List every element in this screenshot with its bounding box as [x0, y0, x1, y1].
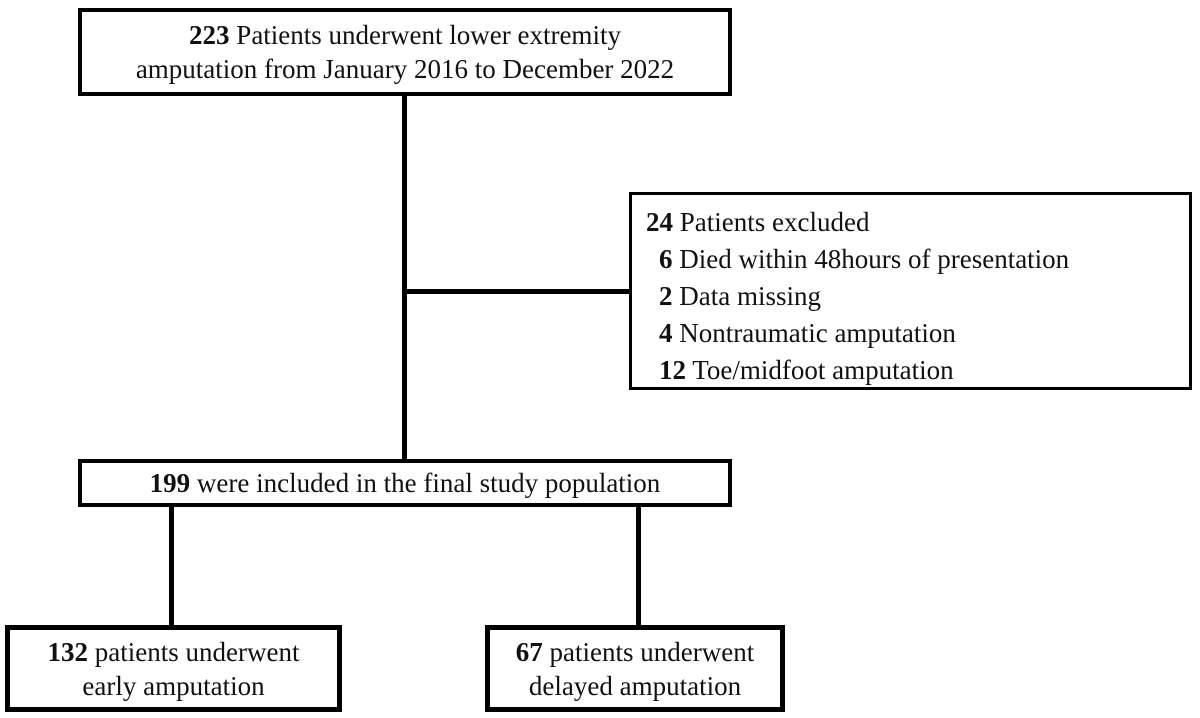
total-patients-text: Patients underwent lower extremity [236, 20, 621, 50]
total-patients-box: 223 Patients underwent lower extremity a… [78, 8, 732, 96]
excluded-item-data-missing: 2 Data missing [632, 278, 1189, 315]
included-patients-line: 199 were included in the final study pop… [150, 466, 661, 500]
early-amputation-box: 132 patients underwent early amputation [5, 625, 342, 712]
excluded-patients-box: 24 Patients excluded 6 Died within 48hou… [629, 192, 1192, 390]
excluded-item-died: 6 Died within 48hours of presentation [632, 241, 1189, 278]
connector-included-to-early [169, 507, 174, 625]
total-patients-count: 223 [189, 20, 230, 50]
included-count: 199 [149, 468, 191, 498]
connector-total-to-included [402, 96, 407, 461]
excluded-item-label: Nontraumatic amputation [679, 318, 956, 348]
excluded-item-label: Toe/midfoot amputation [692, 355, 954, 385]
delayed-amputation-text: patients underwent [549, 636, 755, 667]
delayed-amputation-count: 67 [515, 636, 543, 667]
included-patients-box: 199 were included in the final study pop… [78, 459, 732, 507]
excluded-header: 24 Patients excluded [632, 204, 1189, 241]
connector-included-to-delayed [636, 507, 641, 625]
delayed-amputation-line1: 67 patients underwent [516, 635, 754, 669]
early-amputation-line1: 132 patients underwent [48, 635, 300, 669]
excluded-item-label: Died within 48hours of presentation [679, 244, 1070, 274]
included-label: were included in the final study populat… [196, 468, 661, 498]
early-amputation-count: 132 [47, 636, 89, 667]
excluded-item-count: 6 [659, 244, 673, 274]
connector-branch-to-excluded [405, 289, 631, 294]
delayed-amputation-box: 67 patients underwent delayed amputation [485, 625, 785, 712]
excluded-item-label: Data missing [679, 281, 821, 311]
delayed-amputation-line2: delayed amputation [528, 670, 742, 701]
excluded-item-nontraumatic: 4 Nontraumatic amputation [632, 315, 1189, 352]
excluded-count: 24 [646, 207, 673, 237]
total-patients-line2: amputation from January 2016 to December… [135, 54, 675, 84]
total-patients-line1: 223 Patients underwent lower extremity [189, 18, 621, 52]
excluded-item-toe-midfoot: 12 Toe/midfoot amputation [632, 352, 1189, 389]
excluded-item-count: 2 [659, 281, 673, 311]
early-amputation-text: patients underwent [94, 636, 300, 667]
excluded-item-count: 12 [659, 355, 686, 385]
early-amputation-line2: early amputation [82, 670, 265, 701]
excluded-item-count: 4 [659, 318, 673, 348]
excluded-header-label: Patients excluded [679, 207, 870, 237]
